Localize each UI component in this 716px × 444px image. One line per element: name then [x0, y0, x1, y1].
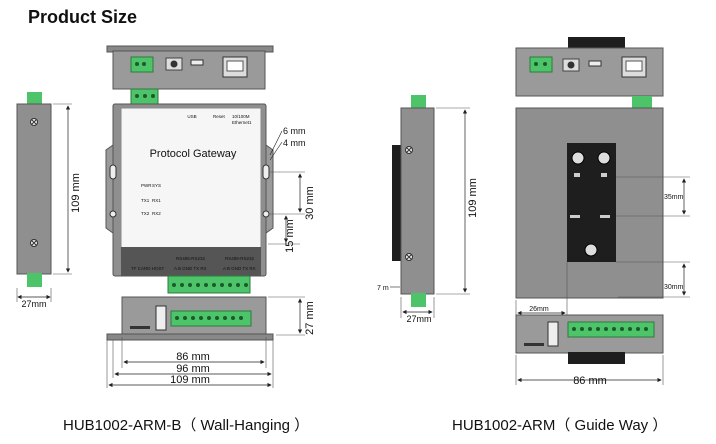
screw-icon	[405, 146, 413, 154]
device-label: RS485-RS232	[225, 256, 255, 261]
dim-label: 27 mm	[304, 301, 316, 335]
guide-top-view	[515, 37, 664, 97]
mount-hole-icon	[262, 164, 270, 180]
dim-label: 7 m	[377, 285, 389, 292]
guide-bottom-view: 86 mm	[515, 314, 664, 387]
dim-label: 26mm	[529, 306, 549, 313]
dim-label: 86 mm	[573, 375, 607, 387]
dim-label: 109 mm	[170, 374, 210, 386]
screw-icon	[30, 118, 38, 126]
device-label: TF CARD HOST	[131, 266, 165, 271]
guide-side-view: 109 mm 7 m 27mm	[377, 95, 479, 324]
caption-wall-hanging: HUB1002-ARM-B（ Wall-Hanging ）	[63, 417, 310, 434]
device-label: 10/100M	[232, 114, 250, 119]
device-label: Reset	[213, 114, 226, 119]
device-label: A B GND TX RX	[223, 266, 256, 271]
dim-label: 27mm	[406, 314, 431, 324]
dim-label: 30mm	[664, 284, 684, 291]
device-label: A B GND TX RX	[174, 266, 207, 271]
device-label: Ethernet1	[232, 120, 252, 125]
page-title: Product Size	[28, 7, 138, 27]
caption-guide-way: HUB1002-ARM（ Guide Way ）	[452, 417, 668, 434]
device-label: SYS	[152, 183, 161, 188]
dim-label: 86 mm	[176, 351, 210, 363]
dim-label: 6 mm	[283, 126, 306, 136]
device-label: RX1	[152, 198, 161, 203]
guide-back-view: 35mm 30mm 26mm	[515, 96, 690, 318]
mount-hole-icon	[262, 210, 270, 218]
dim-label: 96 mm	[176, 363, 210, 375]
dim-label: 109 mm	[467, 178, 479, 218]
wall-front-view: Protocol Gateway USB Reset 10/100M Ether…	[105, 88, 316, 294]
side-body	[16, 103, 52, 275]
wall-side-view: 109 mm 27mm	[16, 92, 82, 309]
mount-hole-icon	[109, 164, 117, 180]
dim-label: 109 mm	[70, 173, 82, 213]
dim-label: 27mm	[21, 299, 46, 309]
device-label: TX1	[141, 198, 150, 203]
dim-label: 35mm	[664, 194, 684, 201]
side-terminal-bottom	[27, 273, 42, 287]
dim-label: 15 mm	[284, 219, 296, 253]
device-name: Protocol Gateway	[150, 148, 237, 160]
dim-label: 30 mm	[304, 186, 316, 220]
screw-icon	[30, 239, 38, 247]
side-terminal-top	[27, 92, 42, 106]
screw-icon	[405, 253, 413, 261]
device-label: RX2	[152, 211, 161, 216]
device-label: USB	[187, 114, 196, 119]
device-label: PWR	[141, 183, 152, 188]
wall-bottom-view: 27 mm 86 mm 96 mm 109 mm	[106, 296, 316, 388]
device-label: RS485-RS232	[176, 256, 206, 261]
device-label: TX2	[141, 211, 150, 216]
wall-top-view	[106, 45, 274, 90]
mount-hole-icon	[109, 210, 117, 218]
dim-label: 4 mm	[283, 138, 306, 148]
